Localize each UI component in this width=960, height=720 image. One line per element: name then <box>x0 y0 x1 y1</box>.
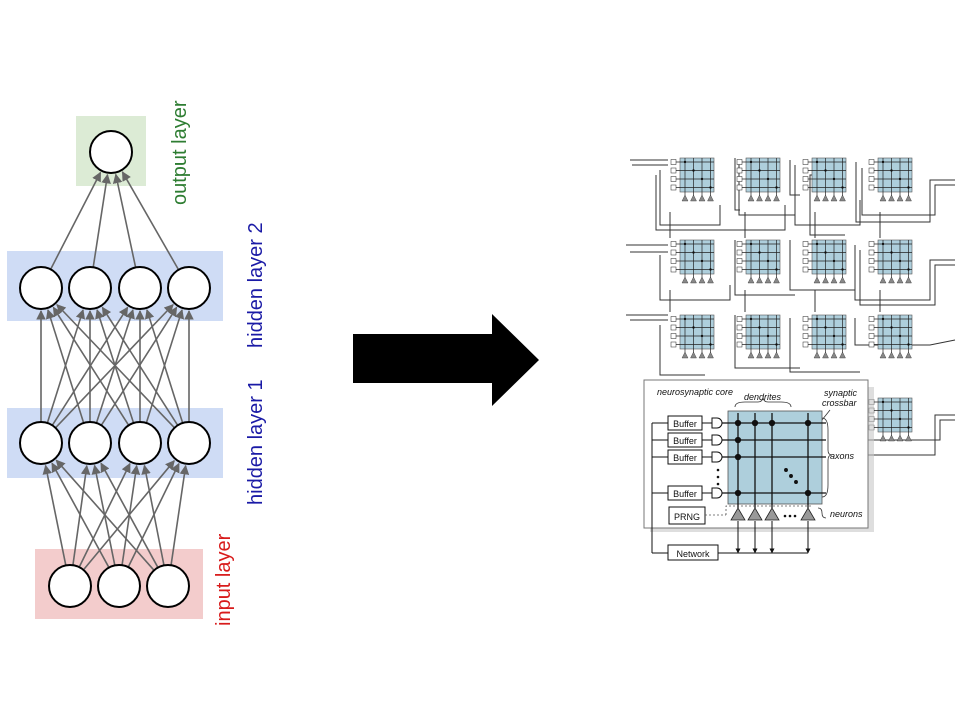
synapse-dot <box>751 419 759 427</box>
mini-core <box>868 157 913 202</box>
network-label: Network <box>676 549 710 559</box>
connection <box>100 462 159 568</box>
crossbar-label-line1: synaptic <box>824 388 858 398</box>
synapse-dot <box>768 419 776 427</box>
buffer-label: Buffer <box>673 489 697 499</box>
crossbar-label-line2: crossbar <box>822 398 858 408</box>
mini-core <box>670 157 715 202</box>
dendrites-label: dendrites <box>744 392 782 402</box>
mini-core <box>868 239 913 284</box>
hidden-layer-2-label: hidden layer 2 <box>245 222 267 348</box>
neuron-triangle <box>730 507 746 521</box>
neuron-triangle <box>747 507 763 521</box>
input-neuron <box>146 564 190 608</box>
mini-core <box>736 314 781 359</box>
buffer-label: Buffer <box>673 436 697 446</box>
core-title: neurosynaptic core <box>657 387 733 397</box>
connection <box>52 306 130 426</box>
connection <box>121 171 180 271</box>
input-neuron <box>97 564 141 608</box>
gate-icon <box>711 451 723 463</box>
axons-label: axons <box>830 451 855 461</box>
mini-core <box>802 314 847 359</box>
neurons <box>19 130 211 608</box>
neural-network-diagram: output layer hidden layer 2 hidden layer… <box>7 100 267 626</box>
connection <box>100 306 178 426</box>
synapse-dot <box>734 489 742 497</box>
connection <box>56 303 176 429</box>
connection <box>42 464 67 566</box>
hidden2-neuron <box>118 266 162 310</box>
hidden1-neuron <box>19 421 63 465</box>
prng-label: PRNG <box>674 512 700 522</box>
mini-core <box>802 239 847 284</box>
hidden2-neuron <box>167 266 211 310</box>
input-neuron <box>48 564 92 608</box>
output-layer-label: output layer <box>169 100 191 205</box>
connection <box>144 309 184 424</box>
neurons-label: neurons <box>830 509 863 519</box>
connection <box>101 306 179 426</box>
connection <box>92 173 111 268</box>
neuromorphic-chip-diagram: neurosynaptic core dendrites synaptic cr… <box>626 157 956 561</box>
neuron-triangle <box>800 507 816 521</box>
mini-core <box>868 314 913 359</box>
gate-icon <box>711 417 723 429</box>
mini-core <box>736 239 781 284</box>
connection <box>49 171 102 270</box>
mini-core <box>802 157 847 202</box>
synapse-dot <box>734 453 742 461</box>
core-grid <box>670 157 913 442</box>
hidden2-neuron <box>68 266 112 310</box>
hidden1-neuron <box>167 421 211 465</box>
hidden-layer-1-label: hidden layer 1 <box>245 379 267 505</box>
synapse-dot <box>734 419 742 427</box>
input-layer-label: input layer <box>213 533 235 626</box>
transform-arrow <box>353 314 539 406</box>
buffer-label: Buffer <box>673 453 697 463</box>
buffer-label: Buffer <box>673 419 697 429</box>
network-block <box>667 544 719 561</box>
gate-icon <box>711 487 723 499</box>
connection <box>141 464 165 566</box>
connection <box>45 309 85 424</box>
mini-core <box>868 397 913 442</box>
mini-core <box>670 239 715 284</box>
prng-block <box>668 506 706 525</box>
connections <box>36 171 194 571</box>
mini-core <box>736 157 781 202</box>
connection <box>112 173 137 268</box>
hidden1-neuron <box>118 421 162 465</box>
synapse-dot <box>804 419 812 427</box>
connection <box>55 459 155 571</box>
mini-core <box>670 314 715 359</box>
synapse-dot <box>734 436 742 444</box>
gate-icon <box>711 434 723 446</box>
connection <box>51 462 110 568</box>
neuron-triangle <box>764 507 780 521</box>
core-detail-panel: neurosynaptic core dendrites synaptic cr… <box>643 379 874 554</box>
hidden2-neuron <box>19 266 63 310</box>
output-neuron <box>89 130 133 174</box>
synapse-dot <box>804 489 812 497</box>
connection <box>170 464 190 566</box>
hidden1-neuron <box>68 421 112 465</box>
